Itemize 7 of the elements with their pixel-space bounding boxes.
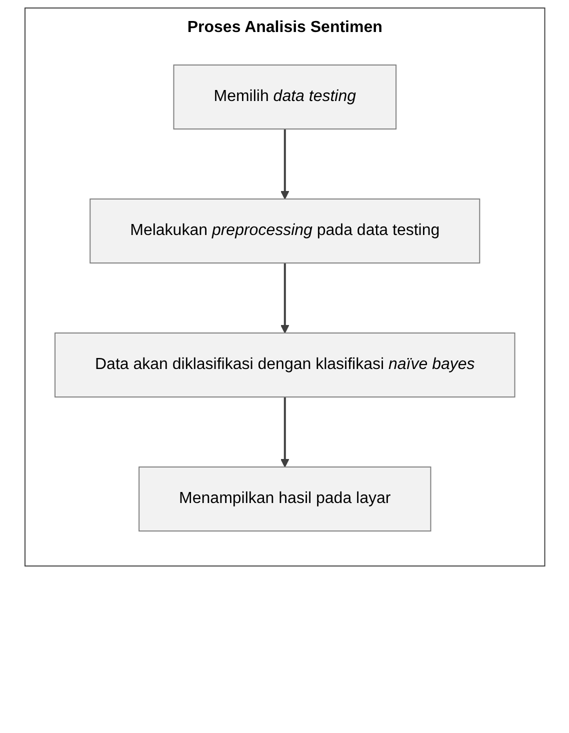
arrow bbox=[280, 263, 289, 334]
node-box: Melakukan preprocessing pada data testing bbox=[89, 198, 480, 264]
node-box: Data akan diklasifikasi dengan klasifikasi naïve bayes bbox=[54, 332, 515, 398]
node-box: Menampilkan hasil pada layar bbox=[138, 466, 431, 532]
arrow bbox=[280, 129, 289, 200]
node-box: Memilih data testing bbox=[172, 64, 396, 130]
arrow bbox=[280, 397, 289, 468]
